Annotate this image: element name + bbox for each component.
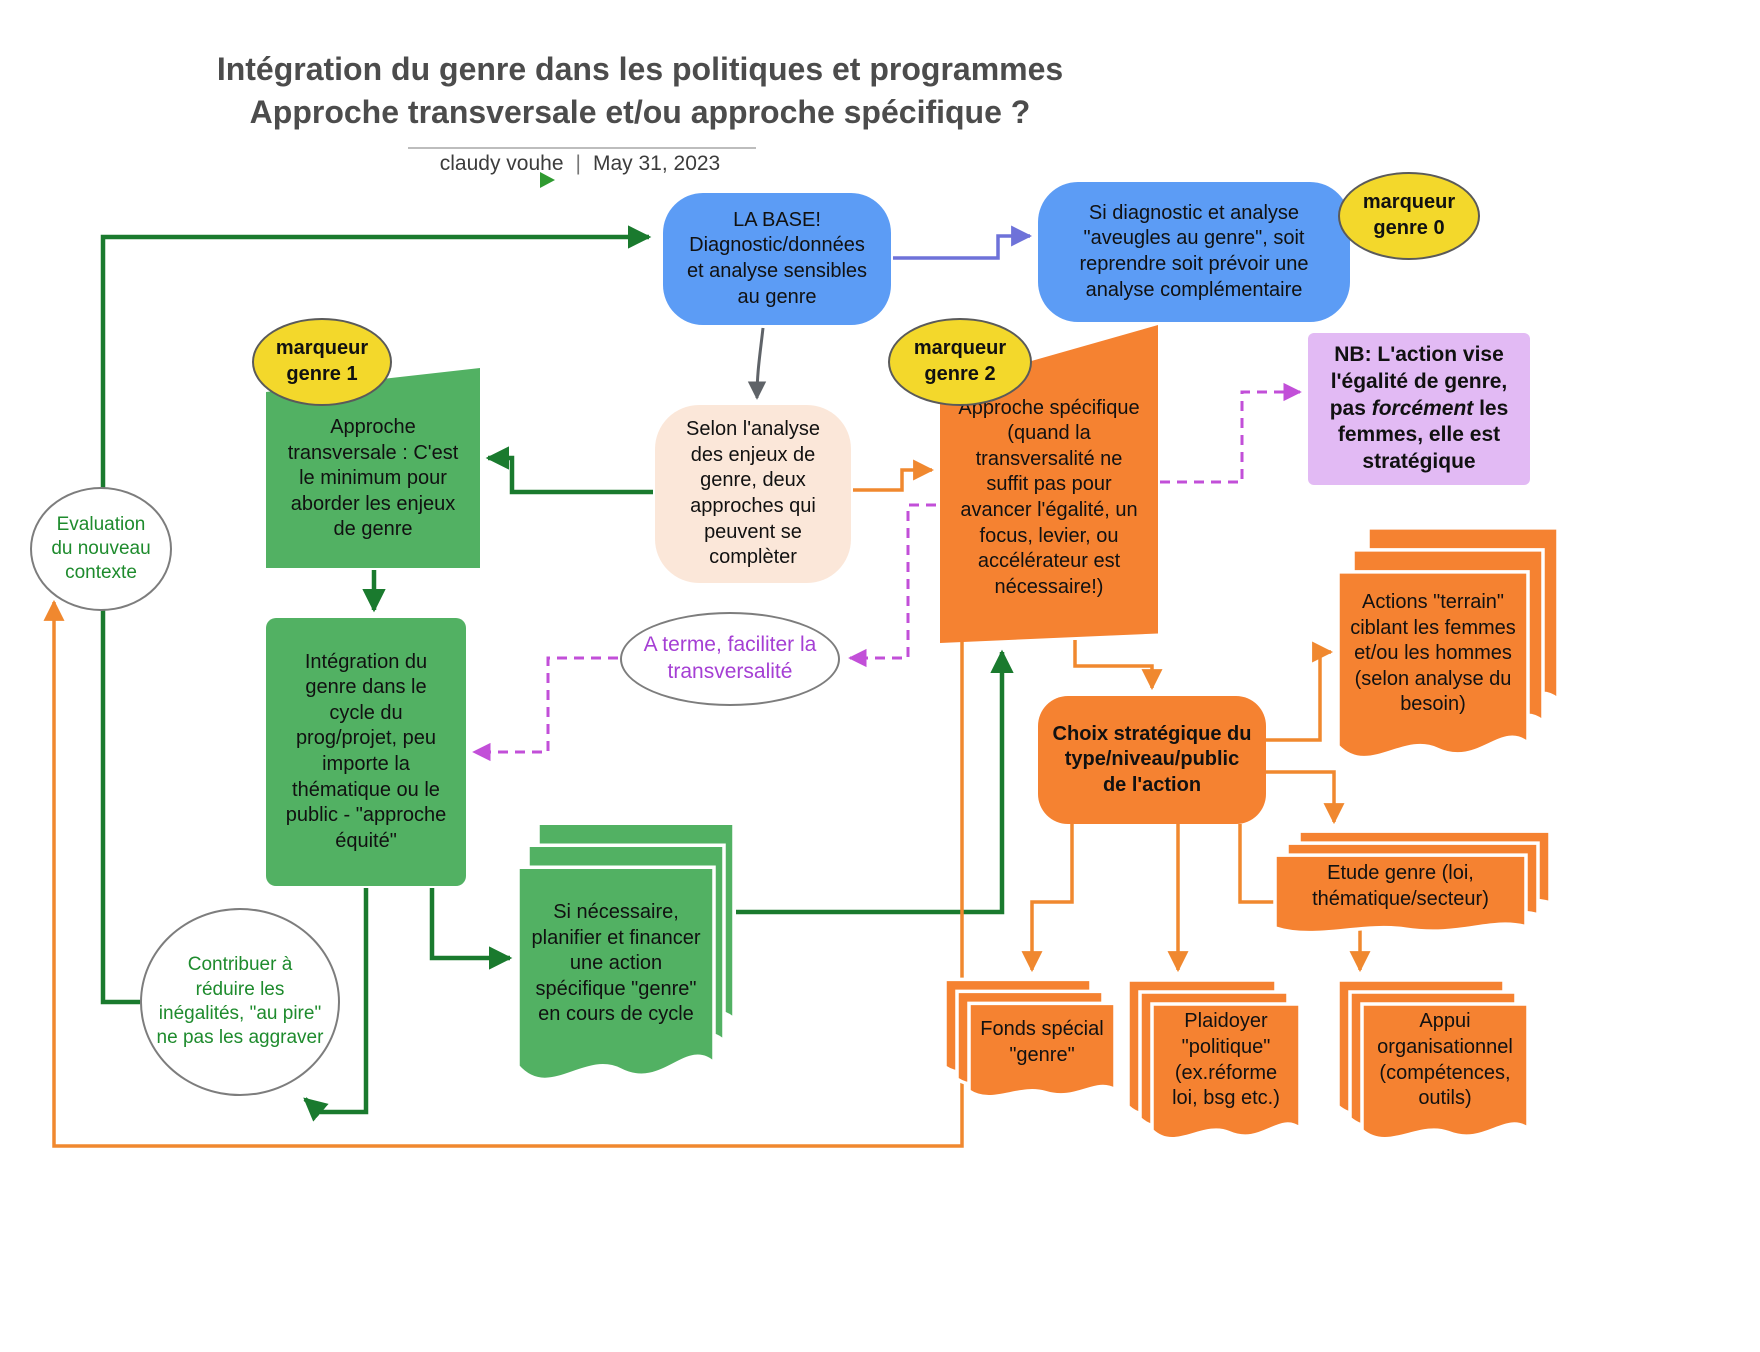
- nb-text-italic: forcément: [1371, 396, 1474, 420]
- node-la-base: LA BASE! Diagnostic/données et analyse s…: [663, 193, 891, 325]
- node-a-terme: A terme, faciliter la transversalité: [620, 612, 840, 706]
- doc-actions-terrain: Actions "terrain" ciblant les femmes et/…: [1338, 525, 1558, 780]
- arrow-aterme-to-integration: [472, 656, 618, 762]
- nb-text-part2: les femmes, elle est stratégique: [1337, 396, 1509, 474]
- byline: claudy vouhe | May 31, 2023: [330, 152, 830, 176]
- node-diagnostic-aveugles: Si diagnostic et analyse "aveugles au ge…: [1038, 182, 1350, 322]
- doc-actions-terrain-label: Actions "terrain" ciblant les femmes et/…: [1350, 591, 1516, 716]
- byline-date: May 31, 2023: [592, 152, 721, 175]
- badge-marqueur-genre-0: marqueur genre 0: [1338, 172, 1480, 260]
- arrow-labase-to-aveugles: [893, 225, 1033, 260]
- arrow-choix-to-fonds: [1021, 824, 1074, 973]
- badge-marqueur-genre-1: marqueur genre 1: [252, 318, 392, 406]
- title-line-1: Intégration du genre dans les politiques…: [216, 51, 1064, 87]
- arrow-choix-to-actions-terrain: [1266, 641, 1334, 742]
- byline-separator-line: [408, 147, 756, 149]
- arrow-choix-to-etude: [1266, 770, 1345, 825]
- arrow-specifique-to-nb: [1160, 382, 1302, 484]
- doc-si-necessaire-label: Si nécessaire, planifier et financer une…: [531, 901, 701, 1026]
- doc-layer-front: [1152, 1002, 1300, 1155]
- byline-divider: |: [575, 152, 581, 175]
- arrow-integration-to-sinecessaire: [429, 888, 513, 970]
- arrow-selon-to-transversale: [485, 446, 653, 495]
- arrow-labase-to-selon: [747, 327, 767, 400]
- arrow-specifique-to-evaluation: [43, 599, 964, 1148]
- doc-appui-label: Appui organisationnel (compétences, outi…: [1377, 1010, 1513, 1110]
- arrow-specifique-to-choix: [1073, 640, 1163, 691]
- author-name: claudy vouhe: [439, 152, 564, 175]
- doc-layer-front: [1275, 854, 1526, 942]
- arrow-contribuer-to-labase: [100, 225, 652, 1005]
- doc-plaidoyer-label: Plaidoyer "politique" (ex.réforme loi, b…: [1172, 1010, 1280, 1110]
- arrow-selon-to-specifique: [853, 459, 935, 492]
- doc-layer-front: [518, 864, 714, 1105]
- doc-layer-front: [1338, 569, 1528, 780]
- node-approche-specifique: Approche spécifique (quand la transversa…: [940, 325, 1158, 643]
- doc-si-necessaire: Si nécessaire, planifier et financer une…: [518, 820, 746, 1105]
- doc-etude-genre: Etude genre (loi, thématique/secteur): [1275, 830, 1550, 942]
- la-base-title: LA BASE!: [733, 208, 821, 231]
- arrow-specifique-to-aterme: [848, 503, 936, 668]
- node-selon-analyse: Selon l'analyse des enjeux de genre, deu…: [655, 405, 851, 583]
- node-evaluation-contexte: Evaluation du nouveau contexte: [30, 487, 172, 611]
- arrow-sinecessaire-to-specifique: [736, 649, 1014, 915]
- title-line-2: Approche transversale et/ou approche spé…: [249, 94, 1031, 131]
- nb-text-part1: NB: L'action vise l'égalité de genre, pa…: [1329, 342, 1508, 420]
- node-approche-transversale: Approche transversale : C'est le minimum…: [266, 368, 480, 568]
- doc-layer-front: [969, 1002, 1115, 1108]
- play-icon: [540, 172, 555, 188]
- doc-layer-front: [1362, 1002, 1528, 1155]
- doc-fonds-special-label: Fonds spécial "genre": [980, 1018, 1104, 1066]
- doc-appui-organisationnel: Appui organisationnel (compétences, outi…: [1338, 978, 1528, 1155]
- node-nb-egalite: NB: L'action vise l'égalité de genre, pa…: [1308, 333, 1530, 485]
- doc-plaidoyer: Plaidoyer "politique" (ex.réforme loi, b…: [1128, 978, 1300, 1155]
- doc-etude-genre-label: Etude genre (loi, thématique/secteur): [1312, 862, 1489, 910]
- la-base-body: Diagnostic/données et analyse sensibles …: [686, 234, 868, 308]
- arrow-integration-to-contribuer: [303, 888, 369, 1122]
- badge-marqueur-genre-2: marqueur genre 2: [888, 318, 1032, 406]
- node-choix-strategique: Choix stratégique du type/niveau/public …: [1038, 696, 1266, 824]
- page-title: Intégration du genre dans les politiques…: [80, 48, 1200, 134]
- node-integration-cycle: Intégration du genre dans le cycle du pr…: [266, 618, 466, 886]
- doc-fonds-special: Fonds spécial "genre": [945, 978, 1115, 1108]
- node-contribuer-reduire: Contribuer à réduire les inégalités, "au…: [140, 908, 340, 1096]
